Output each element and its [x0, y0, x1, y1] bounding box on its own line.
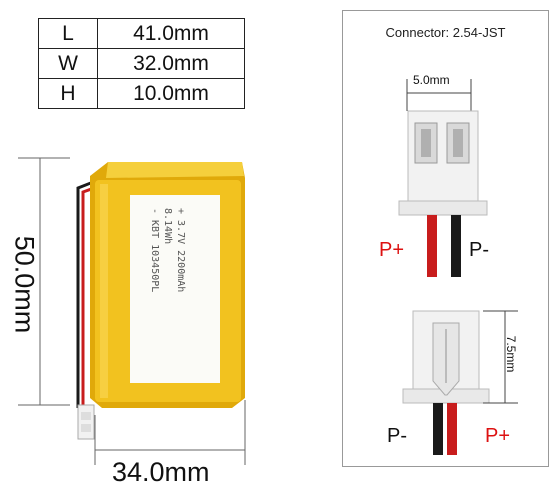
- dimensions-table: L 41.0mm W 32.0mm H 10.0mm: [38, 18, 245, 109]
- connector-title: Connector: 2.54-JST: [385, 25, 506, 40]
- dim-value: 32.0mm: [97, 48, 245, 79]
- battery-illustration: - KBT 103450PL 8.14Wh + 3.7V 2200mAh: [18, 157, 246, 465]
- battery-plug: [77, 404, 95, 440]
- sticker-line-2: 8.14Wh: [162, 208, 173, 244]
- battery-top: [106, 162, 244, 178]
- dim-key: H: [38, 78, 98, 109]
- bottom-positive-label: P+: [485, 425, 511, 447]
- black-wire: [433, 403, 443, 455]
- connector-pin: [421, 129, 431, 157]
- connector-panel: Connector: 2.54-JST 5.0mm 7.5mm P+ P- P-…: [342, 10, 549, 467]
- connector-height-label: 7.5mm: [504, 335, 518, 373]
- plug-slot: [81, 412, 91, 420]
- battery-height-label: 50.0mm: [9, 235, 40, 334]
- black-wire: [451, 215, 461, 277]
- dim-value: 10.0mm: [97, 78, 245, 109]
- battery-sticker: [130, 195, 220, 383]
- connector-width-label: 5.0mm: [413, 73, 450, 87]
- connector-diagram: [398, 79, 518, 455]
- connector-pin: [453, 129, 463, 157]
- dim-row-length: L 41.0mm: [38, 18, 245, 49]
- dim-row-height: H 10.0mm: [38, 78, 245, 109]
- bottom-negative-label: P-: [387, 425, 407, 447]
- red-wire: [447, 403, 457, 455]
- red-wire: [427, 215, 437, 277]
- dim-key: L: [38, 18, 98, 49]
- top-negative-label: P-: [469, 239, 489, 261]
- plug-slot: [81, 424, 91, 432]
- battery-width-label: 34.0mm: [112, 457, 210, 487]
- battery-highlight: [100, 184, 108, 398]
- dim-key: W: [38, 48, 98, 79]
- connector-top-base: [398, 200, 488, 216]
- sticker-line-1: - KBT 103450PL: [149, 208, 160, 292]
- dim-value: 41.0mm: [97, 18, 245, 49]
- dim-row-width: W 32.0mm: [38, 48, 245, 79]
- top-positive-label: P+: [379, 239, 405, 261]
- sticker-line-3: + 3.7V 2200mAh: [175, 208, 186, 292]
